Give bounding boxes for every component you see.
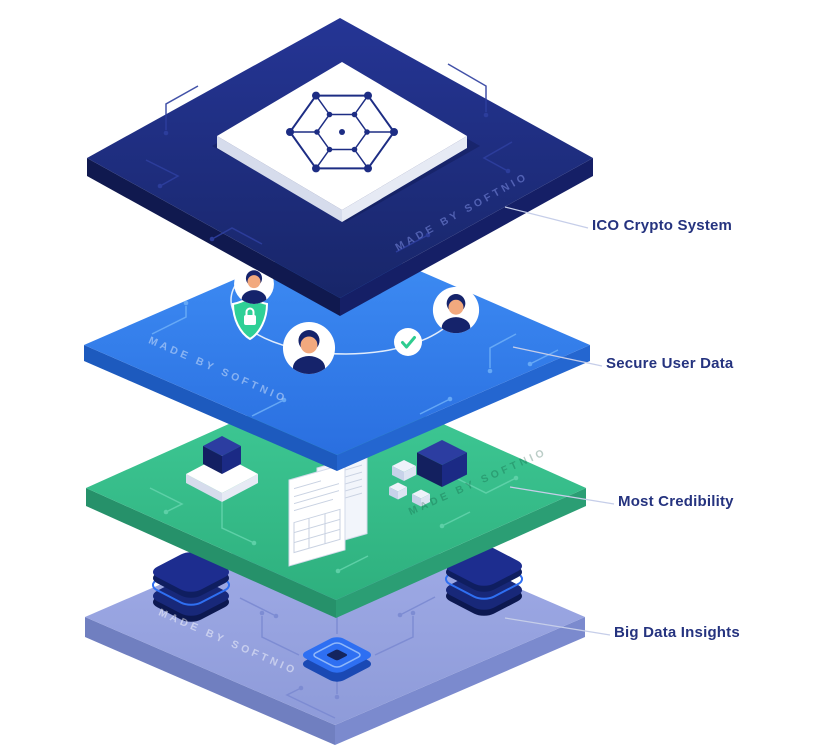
callout-line-3	[509, 486, 615, 505]
callout-line-4	[504, 617, 611, 636]
layer-secure-user-data	[84, 235, 590, 471]
layer1-circuit-traces	[145, 63, 513, 253]
blockchain-network-icon	[286, 91, 398, 173]
cube-icon	[203, 436, 241, 474]
layer3-right-side	[336, 488, 586, 618]
layer2-left-side	[84, 345, 337, 471]
document-front	[288, 463, 346, 567]
layer2-circuit-traces	[151, 300, 559, 417]
documents-icon	[288, 453, 368, 567]
callout-line-2	[512, 346, 603, 367]
white-platform	[217, 62, 467, 222]
layer1-right-side	[340, 158, 593, 316]
label-big-data-insights: Big Data Insights	[614, 624, 740, 641]
label-ico-crypto-system: ICO Crypto System	[592, 217, 733, 234]
layer3-circuit-traces	[149, 475, 519, 574]
label-secure-user-data: Secure User Data	[606, 355, 734, 372]
cube-platform	[186, 436, 258, 502]
layer4-left-side	[85, 617, 335, 745]
layer-most-credibility	[86, 376, 586, 618]
layer3-left-side	[86, 488, 336, 618]
cpu-chip-icon	[302, 637, 372, 682]
label-most-credibility: Most Credibility	[618, 493, 734, 510]
layer2-right-side	[337, 345, 590, 471]
shield-lock-icon	[231, 295, 269, 341]
callout-line-1	[504, 206, 589, 229]
layer1-left-side	[87, 158, 340, 316]
check-icon	[394, 328, 422, 356]
cubes-cluster-icon	[389, 440, 467, 507]
callout-lines	[504, 206, 615, 636]
layer4-right-side	[335, 617, 585, 745]
layer-ico-crypto-system	[87, 18, 593, 316]
